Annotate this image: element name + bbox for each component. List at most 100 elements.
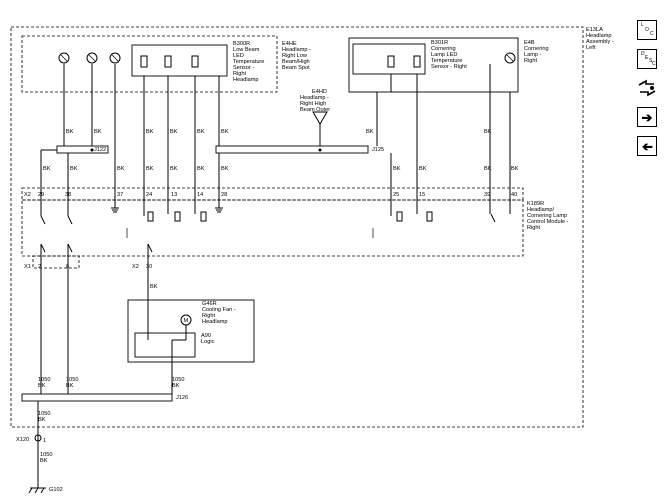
svg-text:BK: BK <box>197 129 205 135</box>
svg-text:Cornering: Cornering <box>524 46 549 52</box>
low-beam-lamp-boundary <box>21 35 278 93</box>
svg-text:LED: LED <box>233 53 244 59</box>
label-assembly: E13LA Headlamp Assembly - Left <box>586 27 614 51</box>
ground-g102-label: G102 <box>49 487 63 493</box>
svg-text:1: 1 <box>43 438 46 444</box>
svg-text:13: 13 <box>171 192 177 198</box>
svg-text:Assembly -: Assembly - <box>586 39 614 45</box>
label-cornering-sensor: B301R Cornering Lamp LED Temperature Sen… <box>431 40 467 70</box>
svg-text:6: 6 <box>66 264 69 270</box>
svg-text:BK: BK <box>94 129 102 135</box>
svg-text:BK: BK <box>66 383 74 389</box>
connector-x1-label: X1 <box>24 264 31 270</box>
svg-text:Headlamp: Headlamp <box>202 319 228 325</box>
svg-text:BK: BK <box>40 458 48 464</box>
svg-text:A90: A90 <box>201 333 211 339</box>
svg-text:1050: 1050 <box>40 452 52 458</box>
svg-text:BK: BK <box>197 166 205 172</box>
svg-text:Cornering: Cornering <box>431 46 456 52</box>
side-toolbar: L O C D E S C ➔ ➔ <box>637 20 659 165</box>
svg-text:E4HD: E4HD <box>312 89 327 95</box>
label-cooling-fan: G46R Cooling Fan - Right Headlamp <box>202 301 236 325</box>
x120-connector-symbol <box>34 434 42 442</box>
label-logic: A90 Logic <box>201 333 215 345</box>
desc-d-glyph: D <box>641 51 645 57</box>
headlamp-assembly-boundary <box>10 26 584 428</box>
svg-text:Beam/High: Beam/High <box>282 59 310 65</box>
desc-c-glyph: C <box>652 61 656 67</box>
svg-text:BK: BK <box>511 166 519 172</box>
svg-text:39: 39 <box>484 192 490 198</box>
connector-x120-label: X120 <box>16 437 29 443</box>
svg-text:Headlamp -: Headlamp - <box>300 95 329 101</box>
svg-text:BK: BK <box>146 129 154 135</box>
wire-color-labels: BK BK BK BK BK BK BK BK BK BK BK BK BK B… <box>43 129 519 290</box>
connector-x2-bottom-label: X2 <box>132 264 139 270</box>
splice-j126-label: J126 <box>176 395 188 401</box>
svg-text:BK: BK <box>117 166 125 172</box>
svg-text:Right: Right <box>233 71 247 77</box>
svg-text:BK: BK <box>70 166 78 172</box>
label-low-beam-lamp: E4HE Headlamp - Right Low Beam/High Beam… <box>282 41 311 71</box>
svg-text:29: 29 <box>38 192 44 198</box>
svg-text:G46R: G46R <box>202 301 217 307</box>
svg-text:BK: BK <box>38 417 46 423</box>
svg-text:Logic: Logic <box>201 339 215 345</box>
svg-text:BK: BK <box>146 166 154 172</box>
loc-c-glyph: C <box>650 31 654 37</box>
svg-text:BK: BK <box>221 166 229 172</box>
splice-j125-label: J125 <box>372 147 384 153</box>
svg-text:Beam Outer: Beam Outer <box>300 107 330 113</box>
wire-size-labels: 1050 BK 1050 BK 1050 BK 1050 BK 1050 BK <box>38 377 184 464</box>
svg-text:28: 28 <box>221 192 227 198</box>
label-low-beam-sensor: B300R Low Beam LED Temperature Sensor - … <box>233 41 264 83</box>
svg-text:BK: BK <box>419 166 427 172</box>
svg-text:BK: BK <box>66 129 74 135</box>
svg-text:Right High: Right High <box>300 101 326 107</box>
cornering-sensor-inner-box <box>352 43 426 75</box>
low-beam-sensor-box <box>131 44 228 77</box>
svg-text:E13LA: E13LA <box>586 27 603 33</box>
j125-splice-node <box>318 148 322 152</box>
wire-runs <box>37 64 511 488</box>
splice-j122-label: J122 <box>94 147 106 153</box>
svg-text:M: M <box>184 318 189 324</box>
svg-text:BK: BK <box>393 166 401 172</box>
x2-connector-boundary <box>21 187 524 201</box>
svg-text:Right: Right <box>524 58 538 64</box>
svg-text:40: 40 <box>511 192 517 198</box>
pin-labels: 29 38 37 24 13 14 28 25 15 39 40 2 6 30 … <box>38 192 517 444</box>
svg-text:BK: BK <box>43 166 51 172</box>
svg-text:Left: Left <box>586 45 596 51</box>
svg-text:30: 30 <box>146 264 152 270</box>
description-view-button[interactable]: D E S C <box>637 49 657 69</box>
x1-connector-boundary <box>32 255 80 269</box>
arrow-right-icon: ➔ <box>641 109 653 125</box>
splice-j126-bar <box>21 393 173 402</box>
svg-text:Lamp -: Lamp - <box>524 52 542 58</box>
location-view-button[interactable]: L O C <box>637 20 657 40</box>
label-control-module: K189R Headlamp/ Cornering Lamp Control M… <box>527 201 568 231</box>
svg-text:Sensor -: Sensor - <box>233 65 254 71</box>
svg-text:BK: BK <box>484 166 492 172</box>
svg-text:B301R: B301R <box>431 40 448 46</box>
fan-motor: M <box>171 314 192 342</box>
next-page-button[interactable]: ➔ <box>637 107 657 127</box>
svg-text:24: 24 <box>146 192 152 198</box>
loc-o-glyph: O <box>645 27 649 33</box>
svg-text:1050: 1050 <box>38 377 50 383</box>
resistor-symbols <box>140 55 433 222</box>
previous-page-button[interactable]: ➔ <box>637 136 657 156</box>
cooling-fan-box <box>127 299 255 363</box>
svg-text:K189R: K189R <box>527 201 544 207</box>
svg-text:BK: BK <box>170 129 178 135</box>
svg-text:BK: BK <box>221 129 229 135</box>
svg-text:Temperature: Temperature <box>233 59 264 65</box>
svg-text:2: 2 <box>38 264 41 270</box>
svg-text:1050: 1050 <box>38 411 50 417</box>
svg-text:B300R: B300R <box>233 41 250 47</box>
svg-text:1050: 1050 <box>172 377 184 383</box>
connector-tool-button[interactable] <box>637 78 657 98</box>
desc-e-glyph: E <box>645 55 649 61</box>
